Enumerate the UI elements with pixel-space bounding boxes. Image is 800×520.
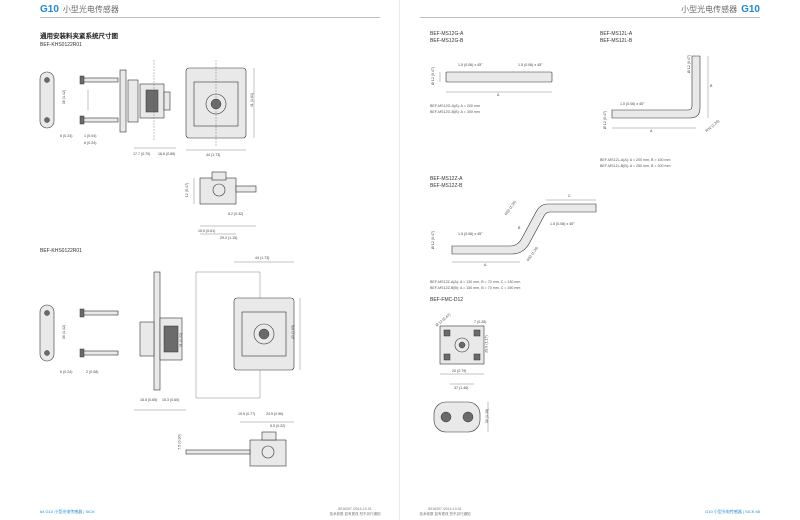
item2-dim-5: 2 (0.08) [86,370,99,374]
fmc-dim-2: 20 (0.79) [452,369,467,373]
item1-drawing [39,60,257,235]
item1-dim-3: 6 (0.24) [84,141,97,145]
ms12g-note-a: BEF-MS12G-A(A): A = 200 mm [430,104,480,108]
item2-dim-11: 7.5 (0.30) [177,434,182,450]
header-rule [40,17,380,18]
item1-dim-8: 8.2 (0.32) [228,212,244,216]
ms12z-name-a: BEF-MS12Z-A [430,176,463,182]
left-footer: 64 G10 小型光电传感器 | SICK [40,509,95,514]
ms12z-chamfer-right: 1.5 (0.06) x 45° [550,222,575,226]
fmc-dim-1: 7 (0.28) [474,320,487,324]
ms12l-name-b: BEF-MS12L-B [600,38,633,44]
ms12g-name-a: BEF-MS12G-A [430,31,464,37]
right-footer-mid: 8016397 /2014-10-01 技术参数 如有更改 恕不另行通知 [419,507,471,516]
ms12g-drawing [439,71,553,93]
ms12g-name-b: BEF-MS12G-B [430,38,464,44]
ms12z-note-b: BEF-MS12Z-B(B): A = 150 mm, B = 70 mm, C… [430,286,521,290]
item1-dim-6: 44 (1.73) [206,153,221,157]
fmc-name: BEF-FMC-D12 [430,297,464,303]
ms12l-name-a: BEF-MS12L-A [600,31,633,37]
item2-dim-1: 36 (1.42) [62,324,67,340]
fmc-dim-5: 30 (1.18) [485,408,490,424]
item1-dim-11: 29.2 (1.15) [220,236,238,240]
item2-dim-4: 6 (0.24) [60,370,73,374]
item2-dim-9: 24.5 (0.96) [266,412,284,416]
ms12l-drawing [611,55,709,129]
item2-dim-7: 15.3 (0.60) [162,398,180,402]
ms12z-drawing [451,199,597,263]
header-subtitle-right: 小型光电传感器 [681,5,738,14]
ms12l-note-b: BEF-MS12L-B(B): A = 250 mm, B = 200 mm [600,164,671,168]
ms12l-note-a: BEF-MS12L-A(A): A = 200 mm, B = 150 mm [600,158,671,162]
ms12l-chamfer: 1.5 (0.06) x 45° [620,102,645,106]
item1-dim-5: 16.6 (0.65) [158,152,176,156]
fmc-dim-3: 37 (1.46) [454,386,469,390]
ms12z-chamfer-left: 1.5 (0.06) x 45° [458,232,483,236]
ms12z-len-c: C [568,194,571,198]
item1-dim-1: 6 (0.24) [60,134,73,138]
right-footer: G10 小型光电传感器 | SICK 65 [705,509,760,514]
item2-name: BEF-KHS0122R01 [40,248,82,254]
ms12z-len-b: B [518,226,521,230]
section-title: 通用安装料夹紧系统尺寸图 [40,33,118,40]
ms12l-len-a: A [650,129,653,133]
item2-dim-10: 5.5 (0.22) [270,424,286,428]
brand-label: G10 [40,4,59,15]
fmc-drawing [433,325,489,433]
ms12l-len-b: B [710,84,713,88]
item1-dim-4: 17.7 (0.70) [133,152,151,156]
left-page: G10 小型光电传感器 通用安装料夹紧系统尺寸图 BEF-KHS0122R01 [39,4,381,516]
item1-dim-2: 1 (0.04) [84,134,97,138]
ms12z-len-a: A [484,263,487,267]
item1-dim-10: 15.5 (0.61) [198,229,216,233]
ms12z-name-b: BEF-MS12Z-B [430,183,463,189]
header-subtitle: 小型光电传感器 [62,5,119,14]
right-header: 小型光电传感器 G10 [681,4,760,15]
item2-dim-6: 16.5 (0.65) [140,398,158,402]
left-header: G10 小型光电传感器 [40,4,119,15]
brand-label-right: G10 [741,4,760,15]
ms12g-chamfer-left: 1.5 (0.06) x 45° [458,63,483,67]
item2-dim-0: 44 (1.73) [255,256,270,260]
left-footer-mid: 8016397 /2014-10-01 技术参数 如有更改 恕不另行通知 [329,507,381,516]
item2-dim-8: 19.5 (0.77) [238,412,256,416]
item2-dim-3: 43 (1.69) [291,324,296,340]
item2-dim-2: 31 (1.22) [179,332,184,348]
ms12g-note-b: BEF-MS12G-B(B): A = 300 mm [430,110,480,114]
ms12g-length: A [497,93,500,97]
item1-name: BEF-KHS0122R01 [40,42,82,48]
header-rule-right [420,17,760,18]
ms12g-chamfer-right: 1.5 (0.06) x 45° [518,63,543,67]
ms12z-note-a: BEF-MS12Z-A(A): A = 130 mm, B = 70 mm, C… [430,280,521,284]
fmc-dim-4: 29.6 (1.17) [484,335,489,353]
item2-drawing [39,261,301,467]
right-page: 小型光电传感器 G10 BEF-MS12G-A BEF-MS12G-B 1.5 … [400,0,800,520]
